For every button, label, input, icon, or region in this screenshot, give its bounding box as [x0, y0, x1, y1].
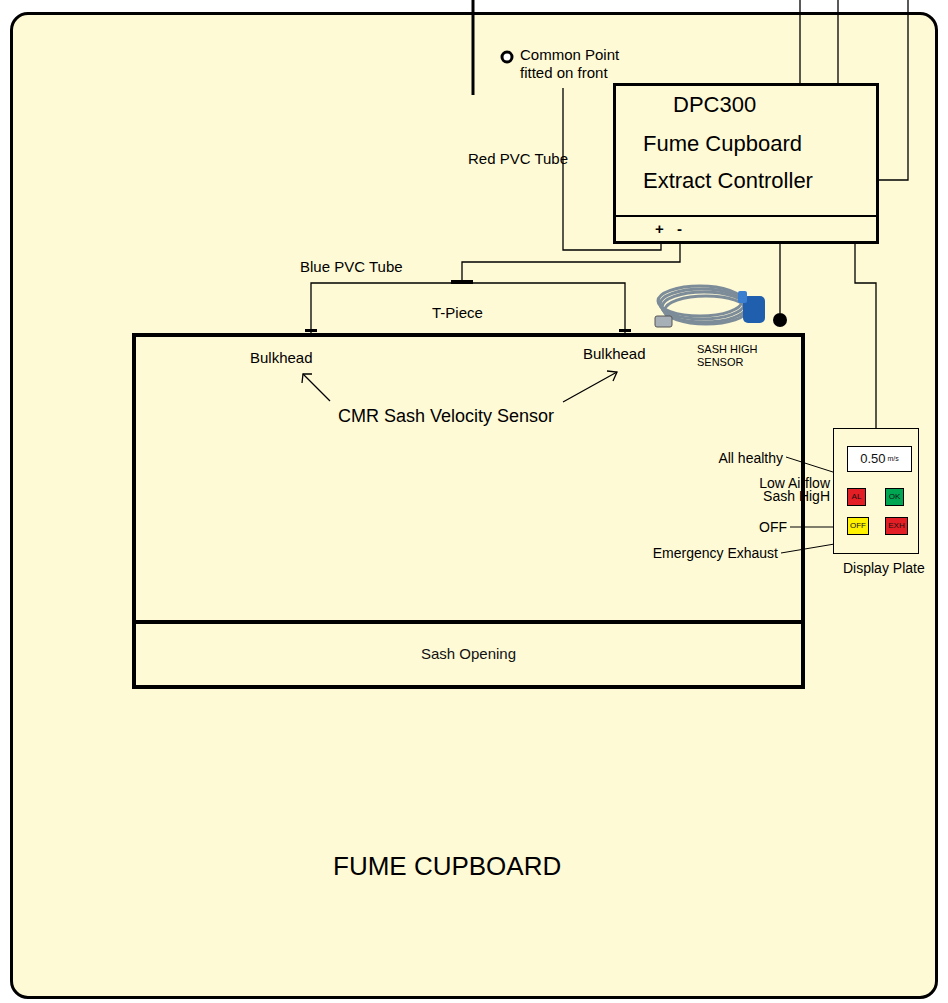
text-holder: CMR Sash Velocity Sensor [296, 405, 596, 427]
fitting-label: Bulkhead [583, 345, 646, 363]
cupboard-housing: FUME CUPBOARD DPC300Fume Cupboard Extract… [10, 12, 938, 999]
sensor-arrows [302, 371, 617, 402]
sash-opening-band: Sash Opening [136, 620, 801, 685]
tube-label: Blue PVC Tube [300, 258, 403, 276]
display-screen: 0.50m/s [847, 446, 912, 472]
common-point-label: Common Point fitted on front [520, 46, 632, 82]
bulkhead-fittings [305, 329, 631, 332]
label-holder: Low Airflow Sash HigH [734, 477, 830, 503]
sash-high-sensor-cable [655, 286, 765, 327]
cupboard-ground [12, 14, 937, 998]
node-text: AL [852, 493, 862, 502]
label-holder: T-Piece [432, 304, 483, 322]
label-holder: OFF [759, 519, 787, 535]
label-holder: All healthy [718, 450, 783, 466]
node-text: Fume Cupboard Extract Controller [643, 125, 838, 199]
ok-button: OK [885, 488, 904, 506]
display-plate: Display Plate0.50m/sALOKOFFEXH [833, 428, 919, 554]
node-text: OFF [850, 522, 866, 531]
exhaust-button: EXH [885, 517, 908, 535]
tube-label: Red PVC Tube [468, 150, 568, 168]
off-button: OFF [847, 517, 869, 535]
sensor-wire [779, 244, 780, 313]
text-holder: DPC300 [673, 92, 756, 118]
node-text: EXH [888, 522, 904, 531]
node-text: CMR Sash Velocity Sensor [296, 405, 596, 427]
node-text: Display Plate [843, 560, 925, 577]
node-text: OK [889, 493, 901, 502]
text-holder: FUME CUPBOARD [333, 851, 561, 882]
node-text: DPC300 [673, 92, 756, 118]
indicator-label: OFF [759, 519, 787, 535]
label-holder: Blue PVC Tube [300, 258, 403, 276]
terminal-band [616, 215, 876, 217]
tube-connector [311, 244, 680, 333]
node-text: 0.50 [860, 452, 885, 466]
sash-high-sensor [773, 313, 787, 327]
fitting-label: T-Piece [432, 304, 483, 322]
label-holder: Red PVC Tube [468, 150, 568, 168]
blue-tube-branch [462, 283, 625, 333]
sash-frame: CMR Sash Velocity SensorSash Opening [132, 333, 805, 689]
label-holder: Bulkhead [250, 349, 313, 367]
label-holder: Emergency Exhaust [653, 545, 778, 561]
text-holder: Display Plate [843, 560, 925, 577]
common-point [502, 52, 512, 62]
indicator-label: Low Airflow Sash HigH [734, 477, 830, 503]
indicator-label: All healthy [718, 450, 783, 466]
node-text: m/s [888, 455, 899, 463]
indicator-label: Emergency Exhaust [653, 545, 778, 561]
sensor-label: SASH HIGH SENSOR [697, 343, 765, 369]
node-text: FUME CUPBOARD [333, 851, 561, 882]
label-holder: Bulkhead [583, 345, 646, 363]
fitting-label: Bulkhead [250, 349, 313, 367]
text-holder: Fume Cupboard Extract Controller [643, 125, 838, 199]
alarm-button: AL [847, 488, 866, 506]
label-holder: Common Point fitted on front [520, 46, 632, 82]
label-holder: SASH HIGH SENSOR [697, 343, 765, 369]
tube-connector [855, 244, 876, 428]
controller-box: DPC300Fume Cupboard Extract Controller [613, 83, 879, 244]
node-text: Sash Opening [421, 646, 516, 663]
